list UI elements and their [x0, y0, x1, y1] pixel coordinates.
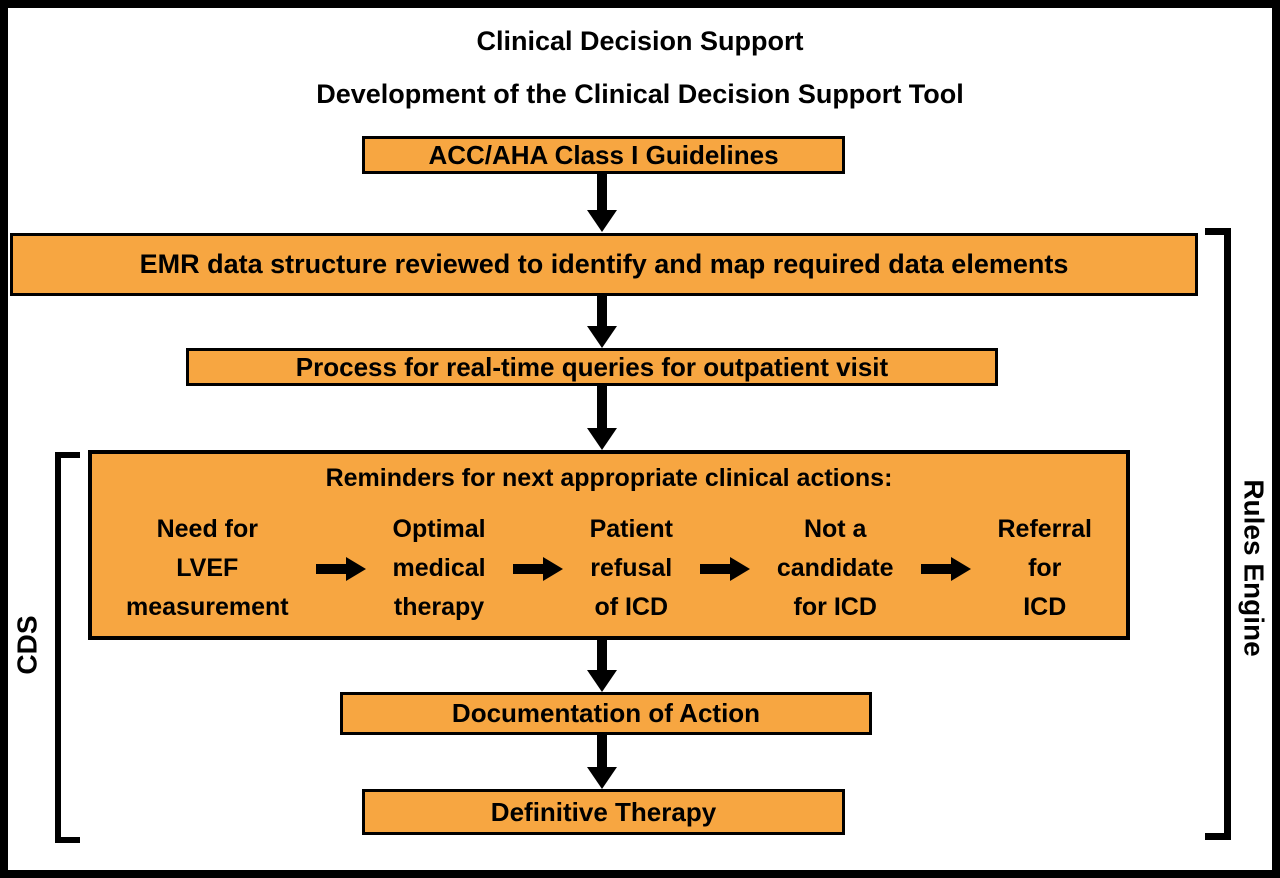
arrow-down-icon [587, 174, 617, 232]
documentation-box: Documentation of Action [340, 692, 872, 735]
reminders-step-row: Need for LVEF measurement Optimal medica… [92, 493, 1126, 636]
step-line: candidate [776, 554, 894, 583]
guidelines-box-label: ACC/AHA Class I Guidelines [428, 139, 779, 170]
cds-bracket [55, 452, 80, 843]
step-line: medical [392, 554, 486, 583]
step-line: LVEF [176, 554, 239, 583]
documentation-box-label: Documentation of Action [451, 698, 761, 728]
page-title: Clinical Decision Support [476, 26, 804, 56]
definitive-therapy-box: Definitive Therapy [362, 789, 845, 835]
arrow-head [587, 428, 617, 450]
arrow-right-icon [512, 556, 563, 581]
arrow-stem [315, 563, 346, 574]
arrow-right-icon [315, 556, 366, 581]
arrow-head [587, 767, 617, 789]
arrow-head [729, 556, 750, 581]
arrow-down-icon [587, 735, 617, 789]
step-line: Referral [997, 515, 1093, 544]
step-line: ICD [1023, 592, 1067, 621]
arrow-head [587, 210, 617, 232]
arrow-head [345, 556, 366, 581]
arrow-stem [597, 640, 607, 670]
step-line: Need for [156, 515, 258, 544]
step-line: of ICD [594, 592, 669, 621]
step-line: measurement [126, 592, 289, 621]
step-line: Not a [803, 515, 867, 544]
definitive-therapy-box-label: Definitive Therapy [490, 796, 717, 827]
arrow-down-icon [587, 640, 617, 692]
arrow-stem [920, 563, 951, 574]
arrow-head [542, 556, 563, 581]
rules-engine-label-text: Rules Engine [1239, 479, 1270, 657]
arrow-down-icon [587, 386, 617, 450]
step-line: Optimal [392, 515, 486, 544]
step-line: for [1028, 554, 1062, 583]
reminder-step-lvef: Need for LVEF measurement [126, 510, 289, 626]
reminders-box: Reminders for next appropriate clinical … [88, 450, 1130, 640]
reminder-step-not-candidate: Not a candidate for ICD [777, 510, 894, 626]
page-subtitle: Development of the Clinical Decision Sup… [316, 79, 964, 109]
reminder-step-referral: Referral for ICD [998, 510, 1093, 626]
step-line: for ICD [793, 592, 877, 621]
rules-engine-bracket [1205, 228, 1231, 840]
arrow-stem [597, 735, 607, 767]
reminder-step-patient-refusal: Patient refusal of ICD [590, 510, 673, 626]
emr-box: EMR data structure reviewed to identify … [10, 233, 1198, 296]
arrow-down-icon [587, 296, 617, 348]
step-line: Patient [589, 515, 673, 544]
arrow-right-icon [699, 556, 750, 581]
step-line: refusal [590, 554, 673, 583]
process-box: Process for real-time queries for outpat… [186, 348, 998, 386]
arrow-stem [597, 174, 607, 210]
step-line: therapy [393, 592, 485, 621]
guidelines-box: ACC/AHA Class I Guidelines [362, 136, 845, 174]
arrow-right-icon [920, 556, 971, 581]
arrow-head [950, 556, 971, 581]
arrow-stem [699, 563, 730, 574]
arrow-stem [597, 296, 607, 326]
process-box-label: Process for real-time queries for outpat… [295, 351, 889, 382]
arrow-stem [597, 386, 607, 428]
arrow-head [587, 670, 617, 692]
cds-label-text: CDS [12, 615, 43, 675]
reminders-header: Reminders for next appropriate clinical … [325, 464, 893, 492]
rules-engine-side-label: Rules Engine [1232, 428, 1272, 708]
arrow-stem [512, 563, 543, 574]
reminder-step-medical-therapy: Optimal medical therapy [393, 510, 486, 626]
arrow-head [587, 326, 617, 348]
emr-box-label: EMR data structure reviewed to identify … [139, 249, 1069, 279]
cds-side-label: CDS [8, 565, 54, 725]
